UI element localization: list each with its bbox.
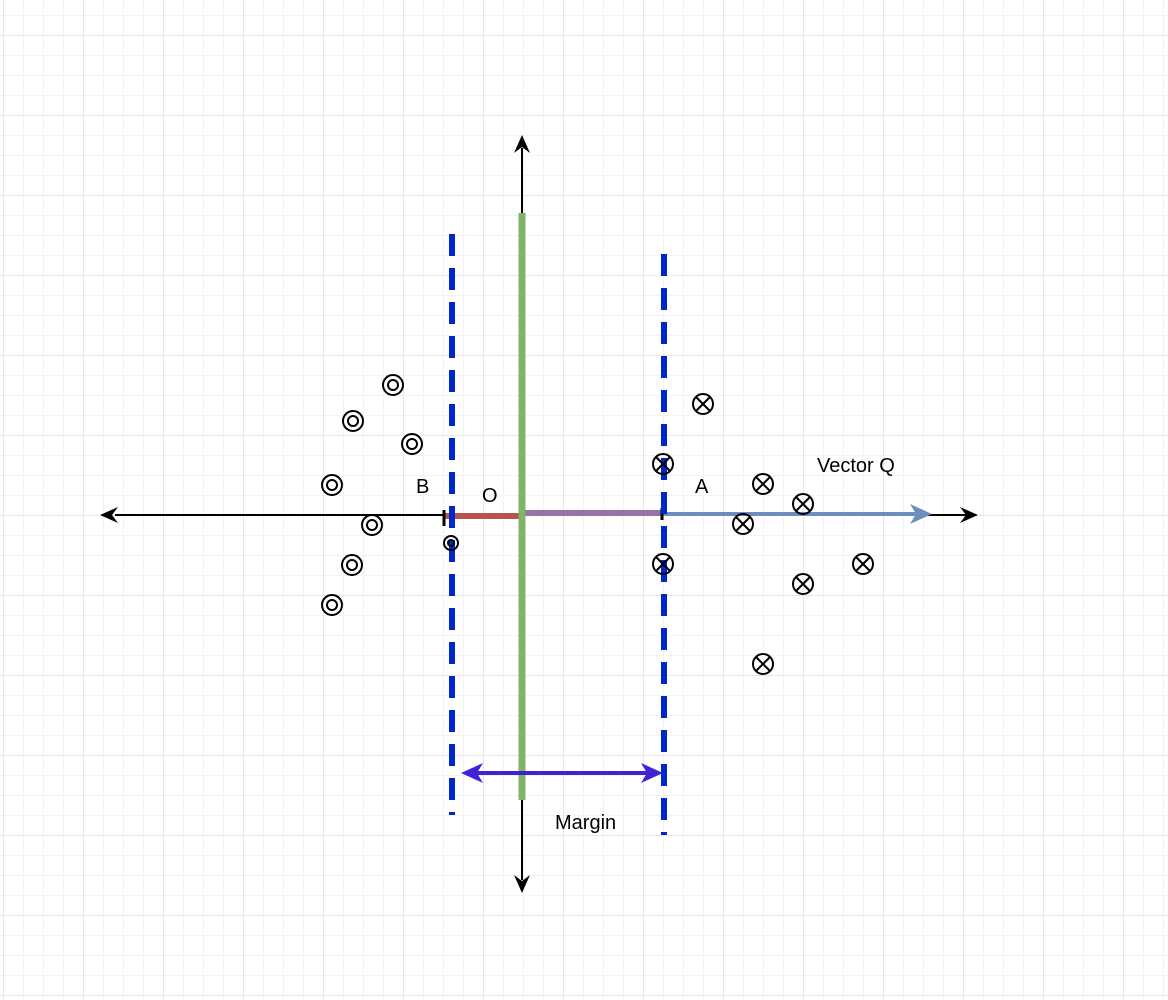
circled-x-icon [852, 553, 874, 575]
margin-arrowhead-right-icon [641, 763, 663, 783]
double-circle-icon [361, 514, 383, 536]
axis-arrow-left-icon [100, 507, 118, 523]
double-circle-icon [443, 535, 459, 551]
double-circle-icon [401, 433, 423, 455]
circled-x-icon [752, 473, 774, 495]
class-circle-points [321, 374, 459, 616]
axis-arrow-right-icon [960, 507, 978, 523]
double-circle-icon [382, 374, 404, 396]
label-b: B [416, 476, 429, 498]
vector-q-arrowhead-icon [910, 504, 932, 524]
double-circle-icon [321, 594, 343, 616]
circled-x-icon [792, 493, 814, 515]
label-vector-q: Vector Q [817, 455, 895, 477]
class-cross-points [652, 393, 874, 675]
label-o: O [482, 485, 498, 507]
label-a: A [695, 476, 709, 498]
axis-arrow-up-icon [514, 135, 530, 153]
circled-x-icon [692, 393, 714, 415]
double-circle-icon [342, 410, 364, 432]
vector-q-arrow [662, 504, 932, 524]
double-circle-icon [341, 554, 363, 576]
margin-arrow [461, 763, 663, 783]
label-margin: Margin [555, 812, 616, 834]
double-circle-icon [321, 474, 343, 496]
circled-x-icon [732, 513, 754, 535]
axis-arrow-down-icon [514, 875, 530, 893]
circled-x-icon [652, 553, 674, 575]
circled-x-icon [792, 573, 814, 595]
margin-arrowhead-left-icon [461, 763, 483, 783]
circled-x-icon [752, 653, 774, 675]
circled-x-icon [652, 453, 674, 475]
